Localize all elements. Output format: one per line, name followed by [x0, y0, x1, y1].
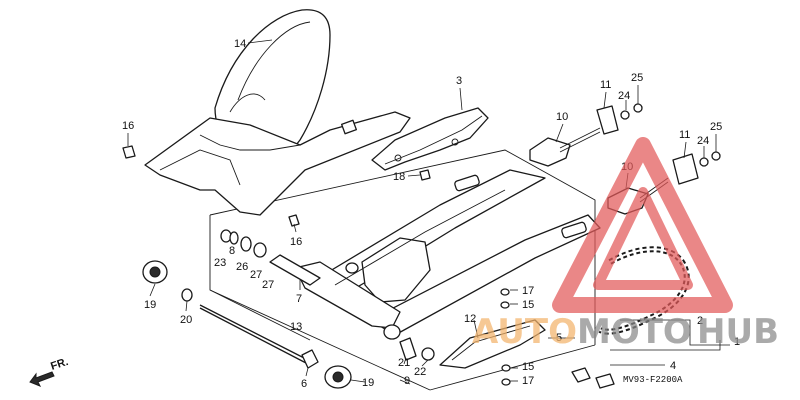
callout-9: 9	[404, 375, 410, 387]
callout-5: 5	[556, 332, 562, 344]
callout-10-upper: 10	[556, 111, 568, 123]
callout-11-lower: 11	[679, 129, 690, 141]
callout-3: 3	[456, 75, 462, 87]
callout-13: 13	[290, 321, 302, 333]
callout-11-upper: 11	[600, 79, 611, 91]
callout-4: 4	[670, 360, 676, 372]
direction-label: FR.	[49, 356, 70, 373]
callout-27-a: 27	[250, 269, 262, 281]
callout-17-upper: 17	[522, 285, 534, 297]
watermark-logo-icon	[552, 137, 733, 313]
callout-12: 12	[464, 313, 476, 325]
callout-labels: 14 3 16 16 18 10 11 24 25 11 24 25 10 23…	[122, 38, 740, 390]
watermark-text-moto: MOTO	[577, 312, 692, 352]
direction-arrow-icon	[29, 371, 55, 387]
chain-guard	[371, 107, 489, 171]
callout-21: 21	[398, 357, 410, 369]
callout-16-top: 16	[122, 120, 134, 132]
callout-15-upper: 15	[522, 299, 534, 311]
callout-17-lower: 17	[522, 375, 534, 387]
rear-fender	[144, 9, 411, 216]
callout-15-lower: 15	[522, 361, 534, 373]
callout-26: 26	[236, 261, 248, 273]
callout-24-lower: 24	[697, 135, 709, 147]
callout-8: 8	[229, 245, 235, 257]
callout-19-left: 19	[144, 299, 156, 311]
front-direction-indicator: FR.	[29, 356, 70, 387]
chain-slider	[439, 319, 546, 369]
callout-7: 7	[296, 293, 302, 305]
bearings-and-seals	[142, 229, 435, 389]
callout-20: 20	[180, 314, 192, 326]
swingarm	[294, 169, 601, 340]
callout-1: 1	[734, 336, 740, 348]
pivot-parts	[199, 254, 321, 369]
callout-18: 18	[393, 171, 405, 183]
figure-code: MV93-F2200A	[623, 375, 683, 385]
callout-25-lower: 25	[710, 121, 722, 133]
callout-14: 14	[234, 38, 246, 50]
callout-22: 22	[414, 366, 426, 378]
callout-6: 6	[301, 378, 307, 390]
callout-27-b: 27	[262, 279, 274, 291]
callout-2: 2	[697, 315, 703, 327]
callout-23: 23	[214, 257, 226, 269]
leader-lines	[127, 39, 730, 385]
watermark: AUTO MOTO HUB	[472, 137, 779, 352]
callout-25-upper: 25	[631, 72, 643, 84]
watermark-text-auto: AUTO	[472, 312, 577, 352]
callout-19-right: 19	[362, 377, 374, 389]
callout-24-upper: 24	[618, 90, 630, 102]
watermark-text-hub: HUB	[697, 312, 779, 352]
callout-16-fender: 16	[290, 236, 302, 248]
